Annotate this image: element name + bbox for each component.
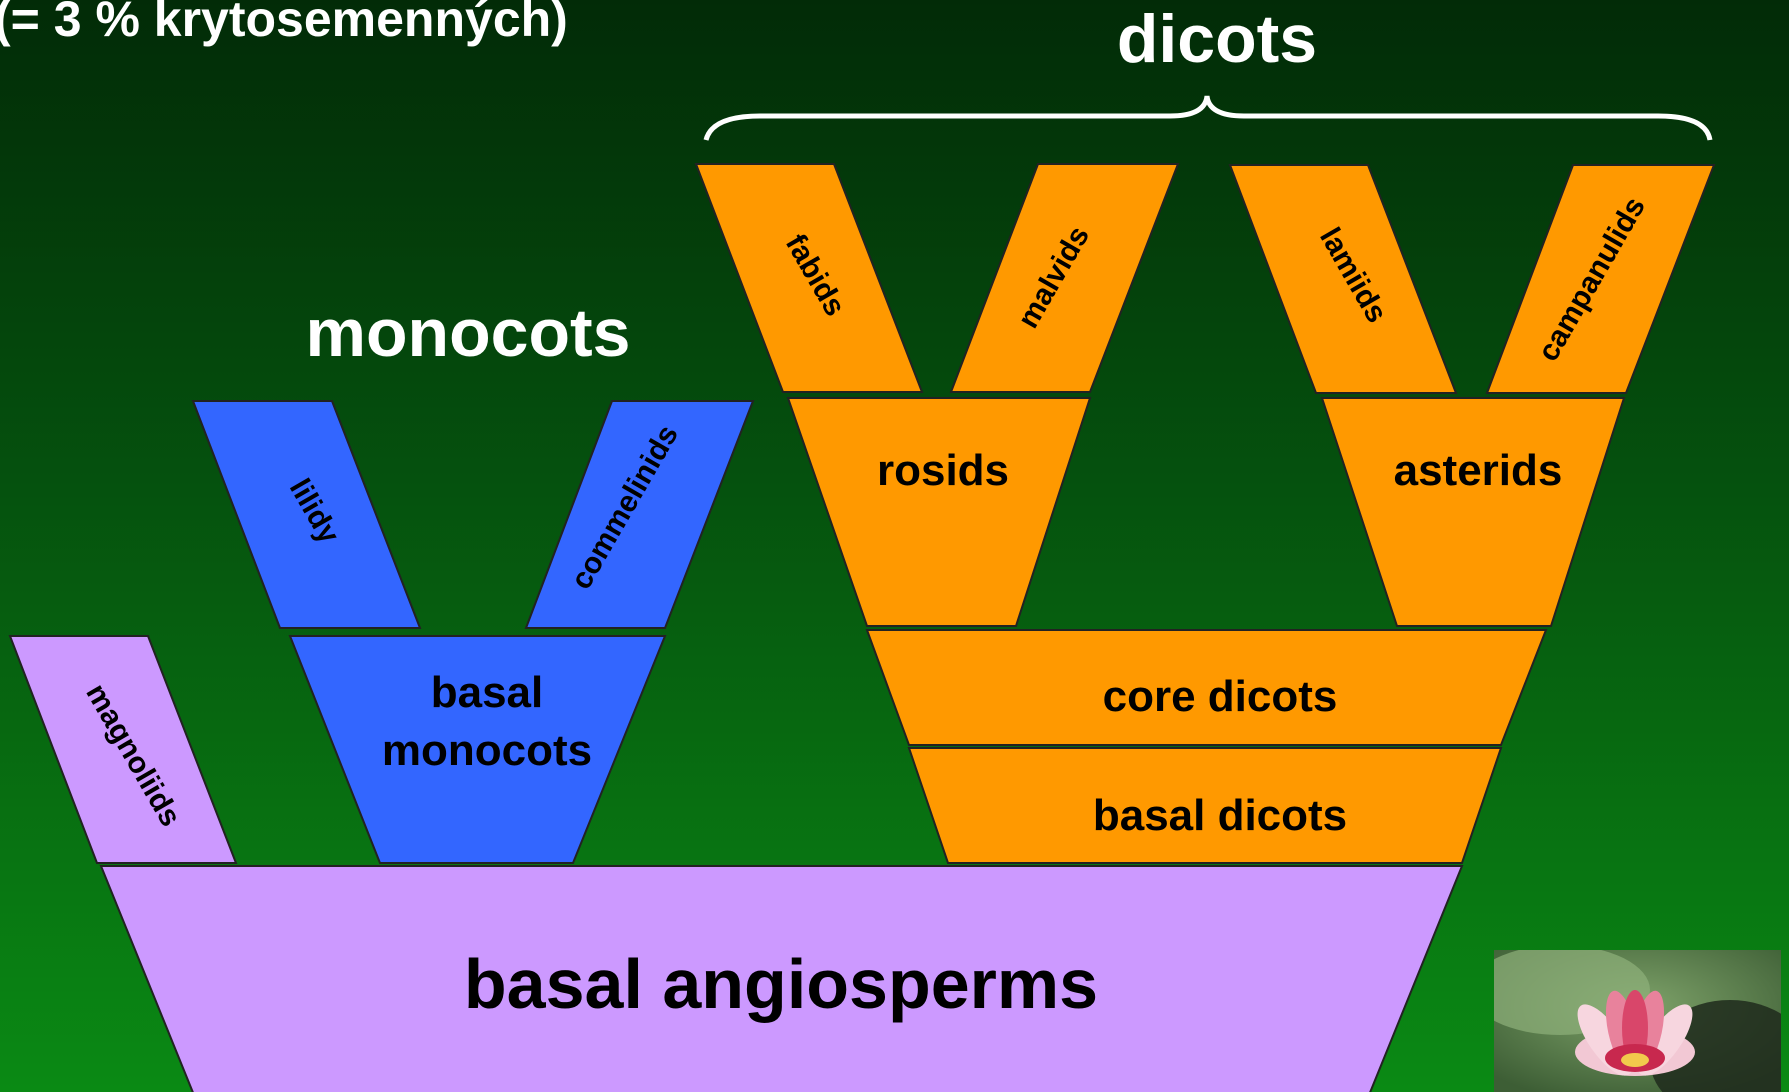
lilidy-block bbox=[191, 400, 422, 629]
malvids-block bbox=[949, 163, 1180, 393]
rosids-block bbox=[786, 397, 1092, 627]
fabids-block bbox=[694, 163, 924, 393]
dicots-label: dicots bbox=[1117, 1, 1317, 77]
dicots-brace bbox=[703, 95, 1713, 141]
campanulids-block bbox=[1485, 164, 1716, 394]
basal-dicots-label: basal dicots bbox=[1093, 791, 1347, 840]
core-dicots-block bbox=[865, 629, 1548, 746]
basal-angiosperms-block bbox=[99, 865, 1464, 1092]
commelinids-block bbox=[524, 400, 755, 629]
header-note: (= 3 % krytosemenných) bbox=[0, 0, 568, 47]
basal-monocots-label-line1: basal bbox=[431, 668, 544, 717]
magnoliids-block bbox=[8, 635, 238, 864]
core-dicots-label: core dicots bbox=[1103, 672, 1338, 721]
rosids-label: rosids bbox=[877, 446, 1009, 495]
asterids-label: asterids bbox=[1394, 446, 1563, 495]
lamiids-block bbox=[1228, 164, 1458, 394]
basal-monocots-label-line2: monocots bbox=[382, 726, 592, 775]
basal-angiosperms-label: basal angiosperms bbox=[464, 945, 1098, 1023]
basal-dicots-block bbox=[907, 747, 1503, 864]
asterids-block bbox=[1320, 397, 1626, 627]
basal-monocots-block bbox=[288, 635, 667, 864]
water-lily-photo bbox=[1494, 950, 1781, 1092]
monocots-label: monocots bbox=[306, 295, 631, 371]
